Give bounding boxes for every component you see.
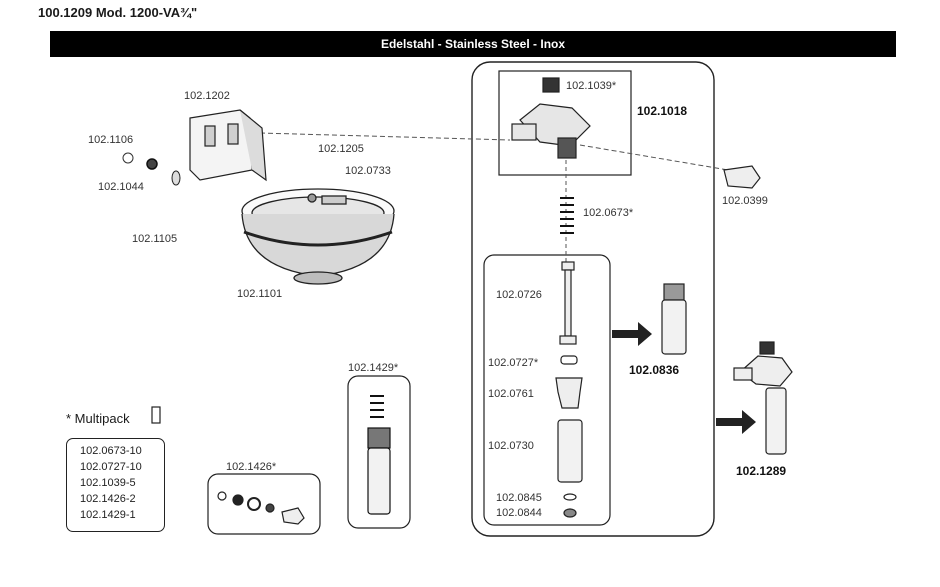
label-0761: 102.0761 [488, 388, 534, 400]
cartridge-frame [483, 254, 611, 526]
valve-head-frame [498, 70, 632, 176]
multipack-title: * Multipack [66, 411, 130, 426]
multipack-list: 102.0673-10 102.0727-10 102.1039-5 102.1… [66, 438, 165, 532]
label-1202: 102.1202 [184, 90, 230, 102]
label-0727: 102.0727* [488, 357, 539, 369]
label-0399: 102.0399 [722, 195, 768, 207]
label-0836: 102.0836 [629, 363, 679, 377]
bowl-drawing [241, 188, 395, 285]
multipack-item: 102.1426-2 [80, 493, 136, 505]
label-1101: 102.1101 [237, 288, 282, 300]
insert-0761-drawing [555, 377, 583, 409]
spring-0673-drawing [560, 197, 574, 234]
label-0673: 102.0673* [583, 207, 634, 219]
arrow-to-1289 [716, 410, 756, 434]
nozzle-0399-drawing [723, 165, 761, 189]
label-0733: 102.0733 [345, 165, 391, 177]
multipack-item: 102.1039-5 [80, 477, 136, 489]
multipack-icon [151, 406, 161, 424]
washer-0845-drawing [563, 493, 577, 501]
label-1429: 102.1429* [348, 362, 399, 374]
label-1105: 102.1105 [132, 233, 177, 245]
label-1426: 102.1426* [226, 461, 277, 473]
part-1426-drawing [217, 491, 305, 525]
washer-0844-drawing [563, 508, 577, 518]
label-1106: 102.1106 [88, 134, 133, 146]
assembly-line [579, 144, 741, 173]
washer-1105 [171, 170, 181, 186]
multipack-item: 102.0673-10 [80, 445, 142, 457]
label-1205: 102.1205 [318, 143, 364, 155]
pin-0726-drawing [559, 261, 577, 345]
label-1018: 102.1018 [637, 104, 687, 118]
assembly-line [259, 132, 511, 141]
tube-0730-drawing [557, 419, 583, 483]
label-1289: 102.1289 [736, 464, 786, 478]
valve-head-drawing [511, 77, 591, 159]
label-1039: 102.1039* [566, 80, 617, 92]
page-title: 100.1209 Mod. 1200-VA¾" [38, 5, 198, 20]
part-1429-drawing [367, 395, 391, 515]
label-0730: 102.0730 [488, 440, 534, 452]
label-0845: 102.0845 [496, 492, 542, 504]
valve-1289-drawing [733, 341, 793, 455]
label-1044: 102.1044 [98, 181, 144, 193]
washer-1044 [146, 158, 158, 170]
bracket-drawing [189, 109, 267, 182]
cartridge-0836-drawing [661, 283, 687, 355]
multipack-item: 102.0727-10 [80, 461, 142, 473]
ring-0727-drawing [560, 355, 578, 365]
part-1426-frame [207, 473, 321, 535]
label-0726: 102.0726 [496, 289, 542, 301]
label-0844: 102.0844 [496, 507, 542, 519]
material-banner: Edelstahl - Stainless Steel - Inox [50, 31, 896, 57]
arrow-to-0836 [612, 322, 652, 346]
multipack-item: 102.1429-1 [80, 509, 136, 521]
valve-assembly-frame [471, 61, 715, 537]
washer-1106 [122, 152, 134, 164]
part-1429-frame [347, 375, 411, 529]
